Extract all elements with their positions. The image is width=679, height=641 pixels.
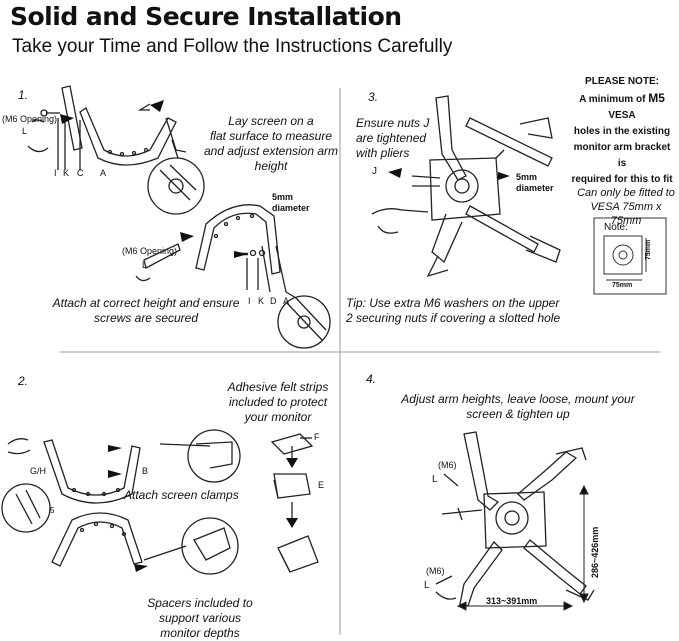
step1-upper-bracket — [61, 85, 83, 151]
part-label-i: I — [54, 168, 57, 178]
spacer — [277, 535, 319, 573]
step4-arm-top-left — [463, 431, 500, 511]
step4-hub — [495, 501, 529, 535]
step4-m6-label-2: (M6) — [426, 566, 445, 576]
step3-instruction: Ensure nuts J are tightened with pliers — [356, 116, 430, 160]
clamp — [273, 473, 311, 499]
step4-part-l-label-2: L — [424, 580, 430, 591]
part-label-d: D — [270, 296, 277, 306]
felt-strip — [270, 433, 314, 455]
step1-diameter-label: 5mm diameter — [272, 192, 310, 213]
step3-arrows — [388, 168, 510, 180]
step4-height-dimension: 286~426mm — [590, 526, 600, 578]
step3-part-j-label: J — [372, 166, 377, 177]
step1-instruction-top: Lay screen on a flat surface to measure … — [203, 114, 339, 173]
step4-m6-label: (M6) — [438, 460, 457, 470]
step3-number: 3. — [368, 90, 379, 104]
part-label-i-2: I — [248, 296, 251, 306]
step2-lower-bracket — [51, 512, 143, 567]
part-label-e: E — [318, 480, 325, 490]
step1-part-l-label: L — [22, 126, 28, 136]
page-title: Solid and Secure Installation — [10, 2, 402, 31]
step1-instruction-bottom: Attach at correct height and ensure scre… — [52, 296, 240, 325]
step2-zoom-circle-3 — [181, 517, 239, 575]
step4-instruction: Adjust arm heights, leave loose, mount y… — [401, 392, 635, 421]
step3-upper-arm — [435, 95, 467, 181]
vesa-note-box — [593, 217, 667, 295]
part-label-5: 5 — [50, 506, 55, 515]
vesa-box-label: Note: — [604, 222, 628, 233]
step2-upper-bracket — [43, 439, 141, 504]
step3-plate — [429, 157, 501, 221]
part-label-k-2: K — [258, 296, 265, 306]
step4-width-dimension: 313~391mm — [486, 596, 538, 606]
please-note: PLEASE NOTE: A minimum of M5 VESA holes … — [571, 76, 673, 185]
step1-part-l-label-2: L — [142, 260, 148, 270]
step2-clamps-instruction: Attach screen clamps — [124, 488, 239, 502]
part-label-gh: G/H — [30, 466, 47, 476]
step1-number: 1. — [18, 88, 29, 102]
step4-art — [435, 431, 595, 607]
step3-diameter-label: 5mm diameter — [516, 172, 554, 193]
step2-felt-instruction: Adhesive felt strips included to protect… — [227, 380, 329, 424]
divider-lines — [60, 88, 660, 635]
step2-arrows — [108, 445, 298, 572]
step4-part-l-label: L — [432, 474, 438, 485]
step2-number: 2. — [18, 374, 29, 388]
part-label-a-2: A — [283, 296, 290, 306]
part-label-b: B — [142, 466, 149, 476]
step4-arm-bottom-right — [523, 539, 587, 595]
vesa-box-height: 75mm — [645, 239, 652, 260]
step1-m6-opening-label-2: (M6 Opening) — [122, 246, 178, 256]
step3-tip: Tip: Use extra M6 washers on the upper 2… — [346, 296, 561, 325]
part-label-a: A — [100, 168, 107, 178]
part-label-f: F — [314, 432, 320, 442]
step1-zoom-circle-1 — [147, 157, 205, 215]
step1-art — [27, 85, 331, 349]
step3-hub — [445, 169, 479, 203]
step1-lower-bracket — [195, 204, 281, 275]
step1-zoom-circle-2 — [277, 295, 331, 349]
step2-zoom-circle-2 — [1, 483, 51, 533]
vesa-note: Can only be fitted to VESA 75mm x 75mm — [577, 187, 675, 227]
step1-m6-opening-label: (M6 Opening) — [2, 114, 58, 124]
step2-zoom-circle-1 — [187, 429, 241, 483]
page-subtitle: Take your Time and Follow the Instructio… — [12, 36, 453, 57]
vesa-box-width: 75mm — [612, 282, 633, 289]
step3-art — [371, 95, 561, 278]
part-label-k: K — [63, 168, 70, 178]
step4-dimension-lines — [456, 484, 589, 611]
step4-number: 4. — [366, 372, 377, 386]
step1-arrows — [60, 100, 248, 258]
step2-spacers-instruction: Spacers included to support various moni… — [147, 596, 253, 640]
part-label-c: C — [77, 168, 84, 178]
